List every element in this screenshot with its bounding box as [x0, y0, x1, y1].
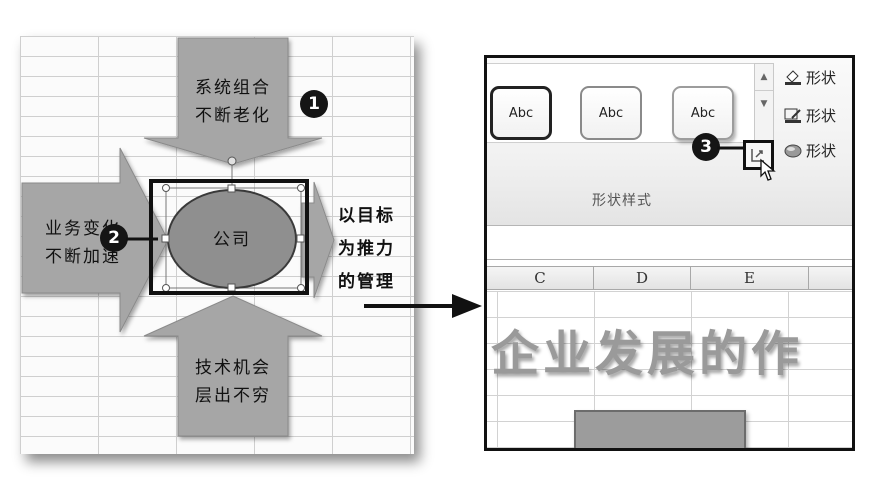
- step2-highlight: [149, 179, 309, 295]
- ribbon-zoom-panel: Abc Abc Abc ▲ ▼ 形状 形状 形状 3: [484, 55, 855, 451]
- paint-bucket-icon: [784, 69, 802, 85]
- gallery-scrollbar: ▲ ▼: [754, 63, 774, 143]
- arrow-left-shape[interactable]: [21, 147, 169, 333]
- arrow-right-shape[interactable]: [301, 181, 335, 299]
- pen-outline-icon: [784, 107, 802, 123]
- gallery-down-button[interactable]: ▼: [755, 90, 773, 116]
- diagram-shapes: [21, 37, 335, 437]
- step2-badge: 2: [100, 224, 128, 252]
- arrow-top-shape[interactable]: [143, 37, 323, 165]
- step2-leader: [126, 237, 158, 241]
- step1-badge: 1: [300, 90, 328, 118]
- column-header-row: C D E: [487, 266, 852, 290]
- column-header-e[interactable]: E: [691, 267, 809, 289]
- rotation-handle[interactable]: [227, 156, 237, 166]
- mouse-cursor-icon: [760, 158, 776, 181]
- sheet-rectangle-shape[interactable]: [574, 410, 746, 448]
- shape-style-thumb-2[interactable]: Abc: [580, 86, 642, 140]
- shape-style-thumb-1[interactable]: Abc: [490, 86, 552, 140]
- arrow-bottom-text: 技术机会 层出不穷: [195, 358, 271, 406]
- shape-style-gallery: Abc Abc Abc: [487, 63, 757, 143]
- connector-arrow: [364, 294, 482, 318]
- arrow-top-text: 系统组合 不断老化: [195, 78, 271, 126]
- ribbon-shape-styles: Abc Abc Abc ▲ ▼ 形状 形状 形状 3: [487, 58, 852, 226]
- step3-leader: [717, 146, 743, 150]
- column-header-c[interactable]: C: [487, 267, 594, 289]
- shape-style-thumb-3[interactable]: Abc: [672, 86, 734, 140]
- shape-fill-button[interactable]: 形状: [784, 66, 836, 88]
- dialog-launcher-icon: [751, 149, 764, 162]
- gallery-up-button[interactable]: ▲: [760, 72, 768, 82]
- right-text: 以目标 为推力 的管理: [338, 206, 395, 292]
- diagram-canvas: 系统组合 不断老化 业务变化 不断加速 技术机会 层出不穷 公司 以目标 为推力…: [20, 36, 414, 454]
- dialog-launcher-button[interactable]: [743, 140, 774, 170]
- shape-outline-button[interactable]: 形状: [784, 104, 836, 126]
- group-label-shape-styles: 形状样式: [592, 193, 652, 209]
- column-header-d[interactable]: D: [594, 267, 691, 289]
- formula-bar[interactable]: [487, 228, 852, 260]
- wordart-title[interactable]: 企业发展的作: [491, 326, 804, 382]
- step3-badge: 3: [692, 133, 720, 161]
- arrow-bottom-shape[interactable]: [143, 295, 323, 437]
- shape-effects-icon: [784, 142, 802, 158]
- shape-effects-button[interactable]: 形状: [784, 139, 836, 161]
- center-label: 公司: [213, 230, 251, 250]
